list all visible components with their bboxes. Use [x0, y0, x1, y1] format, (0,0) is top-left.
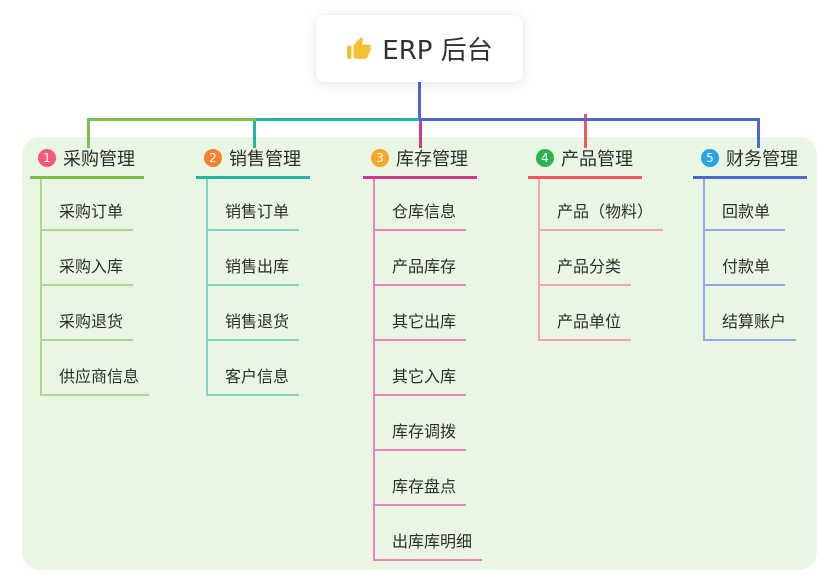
branch-children: 采购订单采购入库采购退货供应商信息: [40, 179, 150, 396]
child-node[interactable]: 销售订单: [208, 179, 300, 231]
branch-underline: [363, 176, 477, 179]
branch-node[interactable]: 4 产品管理: [528, 146, 642, 170]
branch-drop-line-1: [87, 121, 90, 148]
branch-node[interactable]: 3 库存管理: [363, 146, 477, 170]
branch-drop-line-4: [584, 114, 587, 148]
branch-title: 库存管理: [396, 149, 468, 170]
child-node[interactable]: 付款单: [705, 234, 785, 286]
root-node-erp-backend[interactable]: ERP 后台: [316, 15, 523, 82]
branch-underline: [30, 176, 144, 179]
child-node[interactable]: 其它入库: [375, 344, 467, 396]
child-node[interactable]: 产品（物料）: [540, 179, 664, 231]
branches-panel: [22, 137, 817, 570]
bus-segment-blue: [419, 118, 760, 121]
child-node[interactable]: 产品单位: [540, 289, 632, 341]
branch-node[interactable]: 2 销售管理: [196, 146, 310, 170]
branch-title: 销售管理: [229, 149, 301, 170]
child-node[interactable]: 库存盘点: [375, 454, 467, 506]
child-node[interactable]: 销售退货: [208, 289, 300, 341]
thumbs-up-icon: [347, 36, 372, 59]
branch-drop-line-5: [757, 121, 760, 148]
branch-node[interactable]: 5 财务管理: [693, 146, 807, 170]
child-node[interactable]: 采购订单: [42, 179, 134, 231]
child-node[interactable]: 供应商信息: [42, 344, 150, 396]
branch-children: 回款单付款单结算账户: [703, 179, 807, 341]
child-node[interactable]: 客户信息: [208, 344, 300, 396]
branch-title: 采购管理: [63, 149, 135, 170]
branch-drop-line-3: [419, 121, 422, 148]
child-node[interactable]: 出库库明细: [375, 509, 483, 561]
branch-库存管理: 3 库存管理仓库信息产品库存其它出库其它入库库存调拨库存盘点出库库明细: [363, 146, 483, 561]
child-node[interactable]: 产品库存: [375, 234, 467, 286]
branch-underline: [528, 176, 642, 179]
branch-drop-line-2: [253, 121, 256, 148]
child-node[interactable]: 采购入库: [42, 234, 134, 286]
child-node[interactable]: 采购退货: [42, 289, 134, 341]
branch-number-badge: 1: [38, 149, 56, 167]
child-node[interactable]: 结算账户: [705, 289, 797, 341]
branch-采购管理: 1 采购管理采购订单采购入库采购退货供应商信息: [30, 146, 150, 396]
branch-underline: [693, 176, 807, 179]
branch-number-badge: 2: [204, 149, 222, 167]
child-node[interactable]: 回款单: [705, 179, 785, 231]
branch-产品管理: 4 产品管理产品（物料）产品分类产品单位: [528, 146, 664, 341]
branch-number-badge: 3: [371, 149, 389, 167]
branch-title: 财务管理: [726, 149, 798, 170]
root-node-label: ERP 后台: [382, 36, 493, 66]
child-node[interactable]: 其它出库: [375, 289, 467, 341]
root-connector-line: [418, 82, 421, 118]
branch-underline: [196, 176, 310, 179]
child-node[interactable]: 仓库信息: [375, 179, 467, 231]
branch-children: 产品（物料）产品分类产品单位: [538, 179, 664, 341]
branch-title: 产品管理: [561, 149, 633, 170]
branch-children: 销售订单销售出库销售退货客户信息: [206, 179, 310, 396]
bus-segment-green: [87, 118, 256, 121]
child-node[interactable]: 销售出库: [208, 234, 300, 286]
child-node[interactable]: 产品分类: [540, 234, 632, 286]
child-node[interactable]: 库存调拨: [375, 399, 467, 451]
branch-number-badge: 5: [701, 149, 719, 167]
bus-segment-teal: [256, 118, 419, 121]
branch-node[interactable]: 1 采购管理: [30, 146, 144, 170]
branch-财务管理: 5 财务管理回款单付款单结算账户: [693, 146, 807, 341]
branch-销售管理: 2 销售管理销售订单销售出库销售退货客户信息: [196, 146, 310, 396]
branch-children: 仓库信息产品库存其它出库其它入库库存调拨库存盘点出库库明细: [373, 179, 483, 561]
branch-number-badge: 4: [536, 149, 554, 167]
